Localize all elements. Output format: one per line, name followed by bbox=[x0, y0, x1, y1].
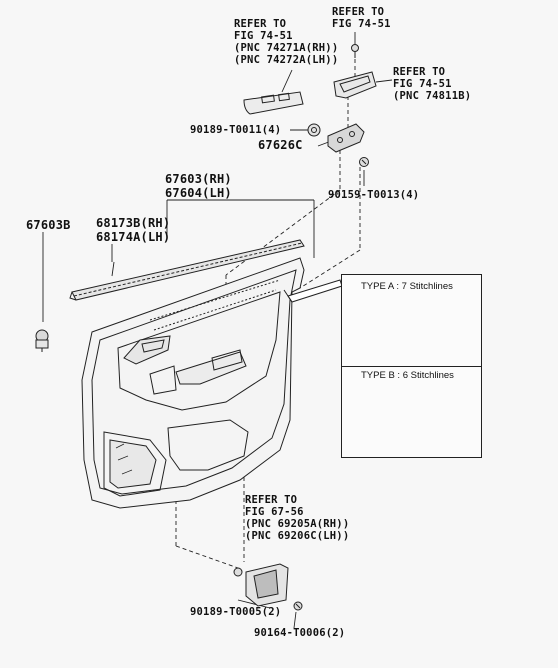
part-panel-rh: 67603(RH) bbox=[165, 172, 232, 186]
callout-line: (PNC 69206C(LH)) bbox=[245, 530, 350, 542]
part-panel-lh: 67604(LH) bbox=[165, 186, 232, 200]
part-67603b: 67603B bbox=[26, 218, 71, 232]
type-a-box bbox=[341, 274, 482, 368]
callout-line: (PNC 69205A(RH)) bbox=[245, 518, 350, 530]
screw-bottom bbox=[293, 601, 303, 611]
bracket bbox=[327, 123, 365, 153]
screw-mid bbox=[359, 157, 369, 167]
weatherstrip bbox=[69, 239, 305, 301]
callout-line: REFER TO bbox=[245, 494, 298, 506]
clip-side bbox=[35, 329, 49, 352]
part-67626c: 67626C bbox=[258, 138, 303, 152]
callout-line: FIG 74-51 bbox=[332, 18, 391, 30]
clip-upper bbox=[307, 123, 321, 137]
part-weather-rh: 68173B(RH) bbox=[96, 216, 171, 230]
type-b-label: TYPE B : 6 Stitchlines bbox=[361, 370, 454, 381]
part-weather-lh: 68174A(LH) bbox=[96, 230, 171, 244]
screw-top bbox=[351, 44, 359, 58]
callout-line: FIG 74-51 bbox=[393, 78, 452, 90]
door-panel bbox=[81, 257, 305, 509]
type-b-box bbox=[341, 366, 482, 458]
callout-line: (PNC 74271A(RH)) bbox=[234, 42, 339, 54]
callout-line: REFER TO bbox=[234, 18, 287, 30]
pull-pocket bbox=[333, 71, 377, 99]
callout-line: REFER TO bbox=[393, 66, 446, 78]
part-90159: 90159-T0013(4) bbox=[328, 189, 420, 201]
switch-bezel bbox=[243, 91, 304, 115]
type-a-label: TYPE A : 7 Stitchlines bbox=[361, 281, 453, 292]
callout-line: FIG 74-51 bbox=[234, 30, 293, 42]
part-90164: 90164-T0006(2) bbox=[254, 627, 346, 639]
callout-line: (PNC 74811B) bbox=[393, 90, 472, 102]
callout-line: (PNC 74272A(LH)) bbox=[234, 54, 339, 66]
part-90189-upper: 90189-T0011(4) bbox=[190, 124, 282, 136]
callout-line: FIG 67-56 bbox=[245, 506, 304, 518]
callout-line: REFER TO bbox=[332, 6, 385, 18]
inner-handle bbox=[233, 563, 289, 607]
part-90189-lower: 90189-T0005(2) bbox=[190, 606, 282, 618]
